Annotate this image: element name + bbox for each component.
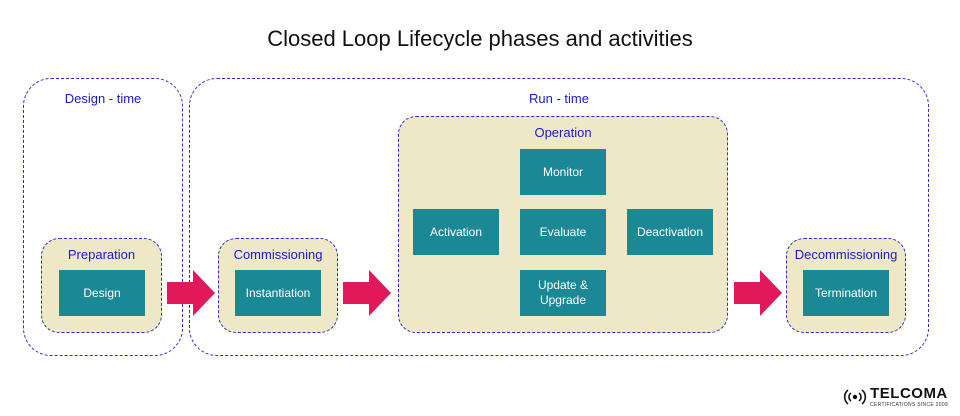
commissioning-label: Commissioning [233, 247, 323, 262]
update-upgrade-activity: Update & Upgrade [520, 270, 606, 316]
design-time-label: Design - time [64, 91, 142, 106]
run-time-region [189, 78, 929, 356]
arrow-preparation-to-commissioning [167, 270, 215, 316]
design-activity: Design [59, 270, 145, 316]
arrow-commissioning-to-operation [343, 270, 391, 316]
telcoma-logo: TELCOMA CERTIFICATIONS SINCE 2009 [843, 386, 948, 408]
evaluate-activity: Evaluate [520, 209, 606, 255]
deactivation-activity: Deactivation [627, 209, 713, 255]
logo-name: TELCOMA [870, 385, 948, 402]
instantiation-activity: Instantiation [235, 270, 321, 316]
decommissioning-label: Decommissioning [794, 247, 898, 262]
operation-label: Operation [534, 125, 592, 140]
diagram-title: Closed Loop Lifecycle phases and activit… [267, 26, 693, 51]
monitor-activity: Monitor [520, 149, 606, 195]
preparation-label: Preparation [67, 247, 136, 262]
arrow-operation-to-decommissioning [734, 270, 782, 316]
run-time-label: Run - time [529, 91, 589, 106]
logo-tagline: CERTIFICATIONS SINCE 2009 [870, 402, 948, 408]
activation-activity: Activation [413, 209, 499, 255]
signal-waves-icon [844, 389, 867, 405]
design-time-region [23, 78, 183, 356]
termination-activity: Termination [803, 270, 889, 316]
